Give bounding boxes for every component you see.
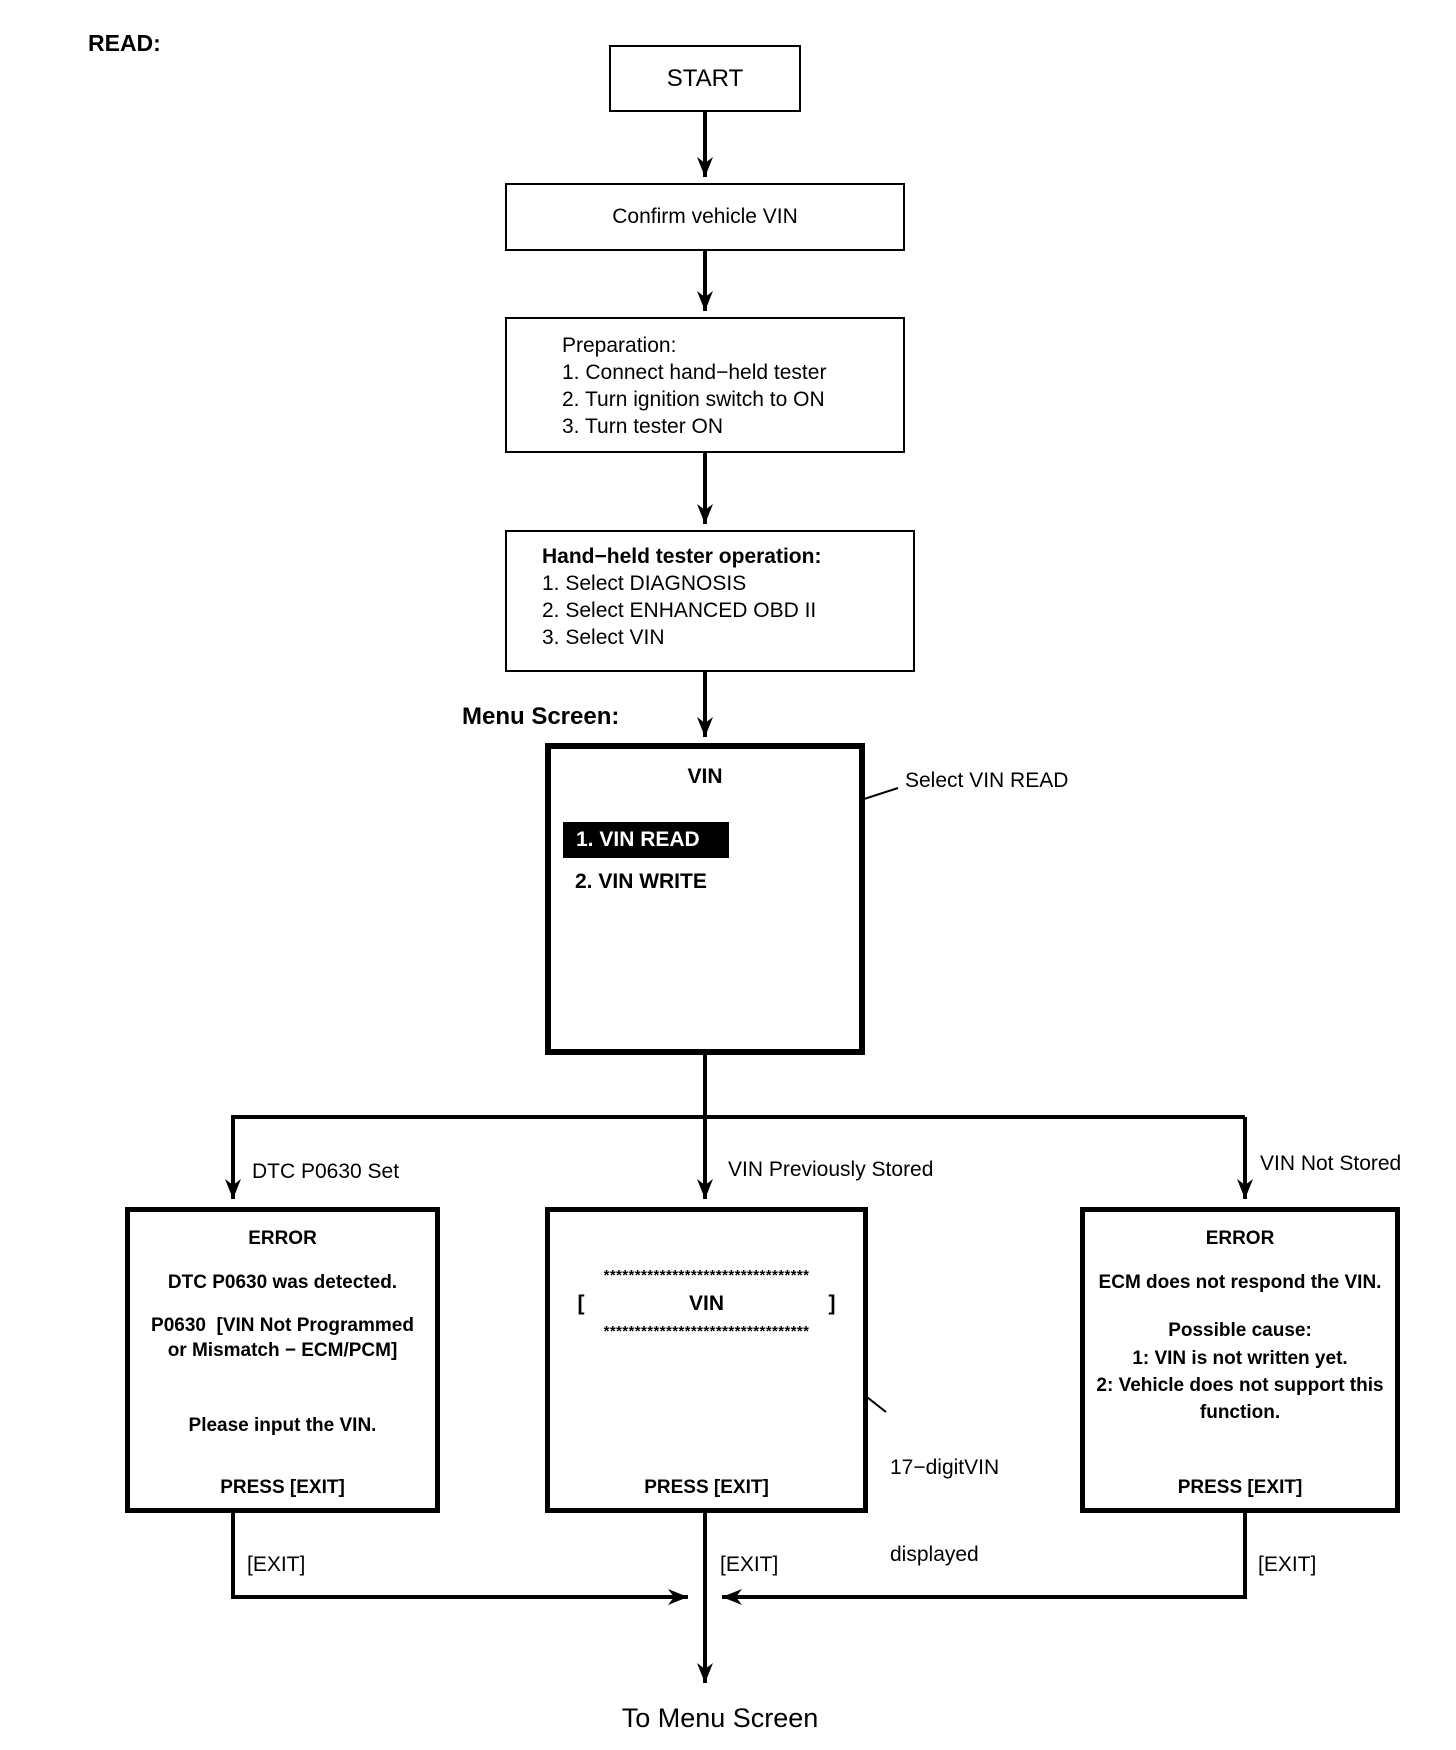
error-ecm-line: 1: VIN is not written yet.	[1132, 1348, 1348, 1369]
connector-exit-right	[722, 1511, 1247, 1605]
vin-menu-title: VIN	[687, 765, 723, 788]
error-dtc-press-exit: PRESS [EXIT]	[220, 1477, 345, 1498]
menu-item-vin-read: 1. VIN READ	[563, 822, 729, 858]
vin-menu-box: VIN 1. VIN READ 2. VIN WRITE	[545, 743, 865, 1055]
preparation-step: 2. Turn ignition switch to ON	[562, 388, 825, 411]
vin-display-row: [ VIN ]	[578, 1292, 836, 1316]
tester-operation-title: Hand−held tester operation:	[542, 545, 822, 568]
error-ecm-press-exit: PRESS [EXIT]	[1177, 1477, 1303, 1498]
error-ecm-line: Possible cause:	[1168, 1320, 1312, 1341]
connector-exit-left	[231, 1511, 688, 1605]
branch-label-dtc-p0630: DTC P0630 Set	[252, 1160, 400, 1183]
error-dtc-line: or Mismatch − ECM/PCM]	[167, 1340, 398, 1361]
branch-label-vin-previously-stored: VIN Previously Stored	[728, 1158, 934, 1181]
annotation-17-digit-vin: 17−digitVIN displayed	[890, 1395, 999, 1627]
error-dtc-line: Please input the VIN.	[188, 1415, 377, 1436]
exit-label-right: [EXIT]	[1258, 1553, 1317, 1576]
error-ecm-box: ERROR ECM does not respond the VIN. Poss…	[1080, 1207, 1400, 1513]
branch-label-vin-not-stored: VIN Not Stored	[1260, 1152, 1402, 1175]
vin-display-press-exit: PRESS [EXIT]	[644, 1477, 769, 1498]
error-dtc-box: ERROR DTC P0630 was detected. P0630 [VIN…	[125, 1207, 440, 1513]
start-box: START	[609, 45, 801, 112]
vin-display-stars: *********************************	[603, 1267, 810, 1284]
error-dtc-line: P0630 [VIN Not Programmed	[151, 1315, 414, 1336]
error-ecm-line: ECM does not respond the VIN.	[1098, 1272, 1382, 1293]
menu-item-vin-write: 2. VIN WRITE	[575, 870, 707, 893]
vin-display-box: ********************************* [ VIN …	[545, 1207, 868, 1513]
vin-display-stars: *********************************	[603, 1323, 810, 1340]
exit-label-left: [EXIT]	[247, 1553, 306, 1576]
annotation-select-vin-read: Select VIN READ	[905, 769, 1069, 792]
tester-operation-step: 1. Select DIAGNOSIS	[542, 572, 747, 595]
error-dtc-title: ERROR	[248, 1228, 317, 1249]
error-ecm-title: ERROR	[1205, 1228, 1275, 1249]
section-label-read: READ:	[88, 30, 161, 56]
tester-operation-step: 2. Select ENHANCED OBD II	[542, 599, 817, 622]
vin-display-vin-label: VIN	[688, 1292, 724, 1315]
annotation-17-digit-vin-line2: displayed	[890, 1543, 979, 1566]
error-ecm-line: 2: Vehicle does not support this	[1096, 1375, 1384, 1396]
tester-operation-box: Hand−held tester operation: 1. Select DI…	[505, 530, 915, 672]
preparation-box: Preparation: 1. Connect hand−held tester…	[505, 317, 905, 453]
error-dtc-line: DTC P0630 was detected.	[167, 1272, 398, 1293]
annotation-17-digit-vin-line1: 17−digitVIN	[890, 1456, 1000, 1479]
vin-display-bracket-open: [	[577, 1292, 585, 1315]
confirm-vin-box: Confirm vehicle VIN	[505, 183, 905, 251]
tester-operation-step: 3. Select VIN	[542, 626, 665, 649]
preparation-title: Preparation:	[562, 334, 677, 357]
exit-label-center: [EXIT]	[720, 1553, 779, 1576]
error-ecm-line: function.	[1199, 1402, 1281, 1423]
to-menu-screen-label: To Menu Screen	[621, 1703, 819, 1733]
preparation-step: 3. Turn tester ON	[562, 415, 724, 438]
vin-display-bracket-close: ]	[828, 1292, 836, 1315]
menu-screen-label: Menu Screen:	[462, 703, 620, 730]
preparation-step: 1. Connect hand−held tester	[562, 361, 827, 384]
